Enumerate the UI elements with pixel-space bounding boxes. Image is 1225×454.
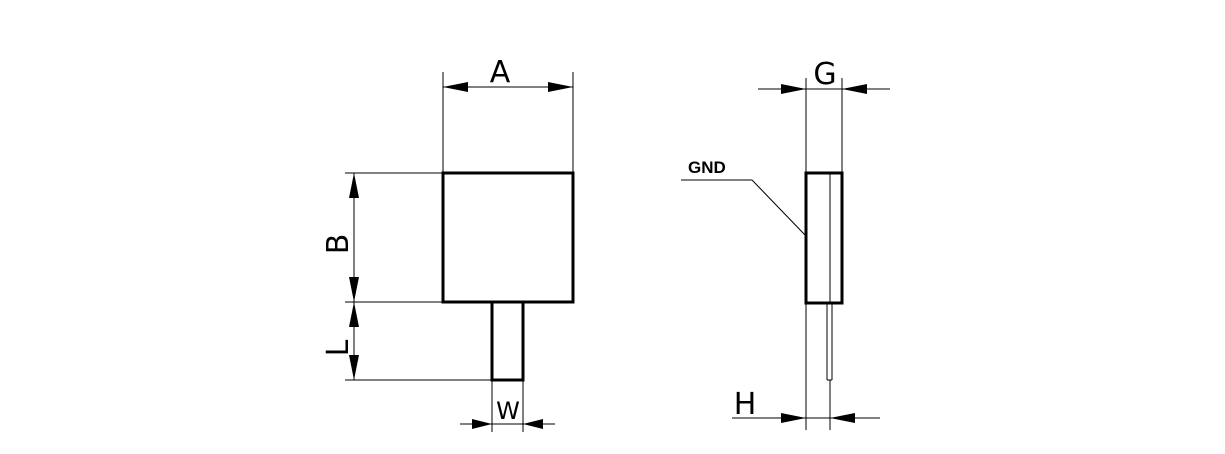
dimension-l-label: L	[321, 339, 356, 356]
side-body-outline	[804, 171, 844, 305]
dimension-b-label: B	[321, 234, 356, 255]
dimension-l: L	[321, 302, 492, 381]
dimension-h: H	[732, 303, 880, 430]
front-body-outline	[441, 171, 575, 304]
dimension-w-label: W	[496, 397, 520, 425]
dimension-a: A	[442, 55, 574, 173]
front-view: A B L W	[321, 55, 575, 432]
dimension-w: W	[460, 380, 555, 432]
dimension-h-label: H	[734, 387, 757, 422]
dimension-g-label: G	[813, 57, 836, 92]
dimension-a-label: A	[490, 55, 511, 90]
gnd-label: GND	[688, 158, 726, 177]
gnd-callout: GND	[681, 158, 807, 237]
front-pin-outline	[490, 300, 525, 382]
dimension-b: B	[321, 172, 443, 303]
side-view: G H GND	[681, 57, 890, 430]
dimension-g: G	[758, 57, 890, 173]
